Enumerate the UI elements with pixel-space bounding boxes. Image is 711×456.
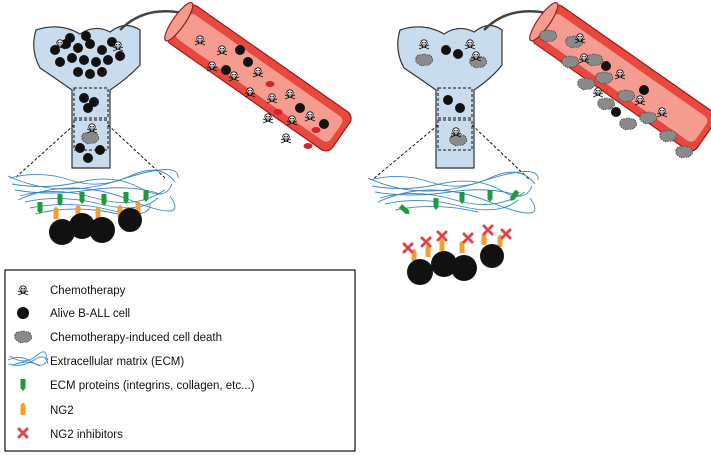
ecm-left [7, 169, 179, 215]
right-panel [367, 1, 711, 285]
inhibited-cells-right [402, 224, 512, 285]
legend-label-ecm-proteins: ECM proteins (integrins, collagen, etc..… [50, 380, 255, 392]
ecm-binding-left [37, 190, 149, 245]
ecm-icon [7, 351, 49, 367]
legend-label-ecm: Extracellular matrix (ECM) [50, 356, 184, 368]
alive-cell-icon [17, 307, 29, 319]
legend-label-chemotherapy: Chemotherapy [50, 285, 126, 297]
legend: Chemotherapy Alive B-ALL cell Chemothera… [4, 269, 356, 452]
legend-label-ng2: NG2 [50, 405, 74, 417]
dead-cell-icon [14, 330, 33, 344]
left-panel [7, 1, 352, 245]
legend-label-cell-death: Chemotherapy-induced cell death [50, 332, 222, 344]
legend-label-ng2-inhibitors: NG2 inhibitors [50, 429, 123, 441]
ng2-icon [20, 402, 26, 415]
ecm-right [367, 171, 539, 214]
legend-label-alive-cell: Alive B-ALL cell [50, 308, 130, 320]
vessel-left [164, 1, 352, 152]
